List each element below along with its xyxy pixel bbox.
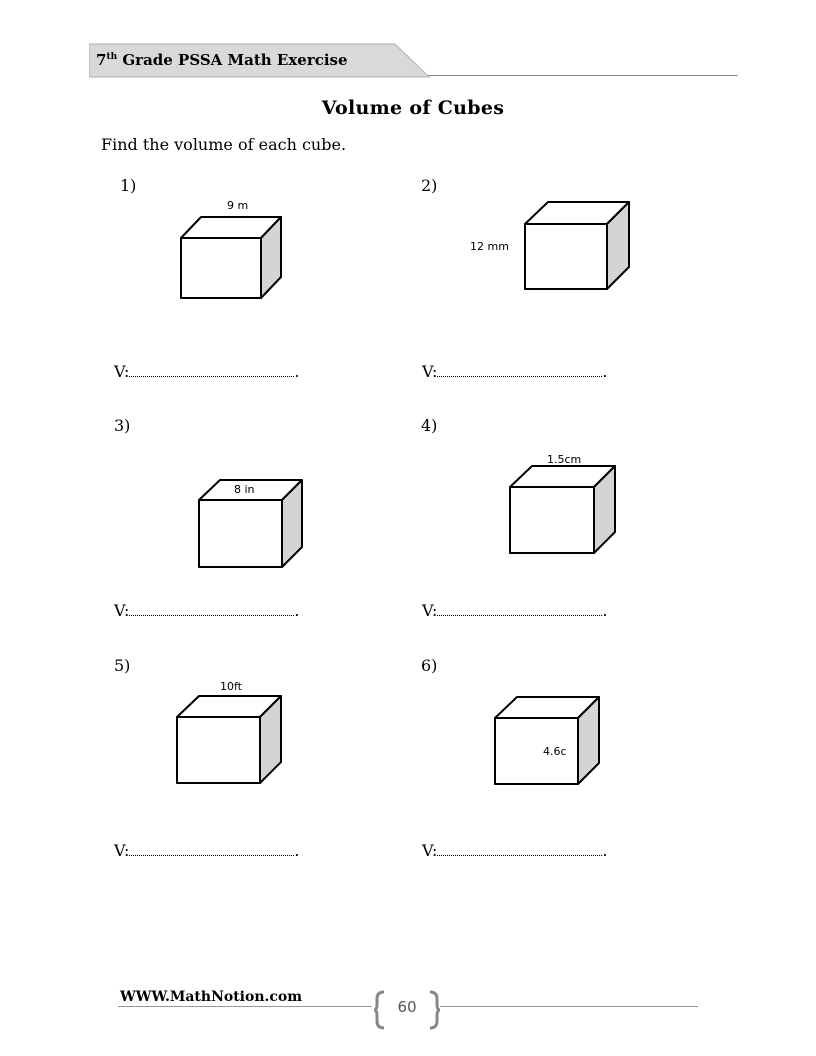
problem-5-cube xyxy=(176,695,282,784)
problem-3-number: 3) xyxy=(114,416,131,435)
problem-2-edge-label: 12 mm xyxy=(470,240,509,253)
problem-4-number: 4) xyxy=(421,416,438,435)
problem-2-cube xyxy=(524,201,630,290)
problem-4-cube xyxy=(509,465,616,554)
grade-suffix: th xyxy=(106,52,118,62)
footer-website: WWW.MathNotion.com xyxy=(120,989,303,1005)
problem-1-answer-line: V:. xyxy=(114,362,300,381)
problem-6-cube xyxy=(494,696,600,785)
page-title: Volume of Cubes xyxy=(321,97,505,119)
footer-rule-right xyxy=(440,1006,698,1007)
problem-6-answer-line: V:. xyxy=(422,841,608,860)
page-number: 60 xyxy=(397,998,417,1016)
problem-6-edge-label: 4.6c xyxy=(543,745,567,758)
problem-6-number: 6) xyxy=(421,656,438,675)
problem-1-cube xyxy=(180,216,282,299)
problem-2-number: 2) xyxy=(421,176,438,195)
problem-4-answer-line: V:. xyxy=(422,601,608,620)
problem-5-number: 5) xyxy=(114,656,131,675)
header-title-rest: Grade PSSA Math Exercise xyxy=(117,51,348,69)
header-tab xyxy=(89,43,431,78)
problem-5-answer-line: V:. xyxy=(114,841,300,860)
problem-2-answer-line: V:. xyxy=(422,362,608,381)
page-number-bracket xyxy=(374,990,440,1030)
problem-3-cube xyxy=(198,479,303,568)
grade-number: 7 xyxy=(96,51,107,69)
problem-1-edge-label: 9 m xyxy=(227,199,249,212)
instructions: Find the volume of each cube. xyxy=(101,135,347,154)
footer-rule-left xyxy=(118,1006,372,1007)
problem-4-edge-label: 1.5cm xyxy=(547,453,582,466)
problem-1-number: 1) xyxy=(120,176,137,195)
problem-5-edge-label: 10ft xyxy=(220,680,242,693)
problem-3-edge-label: 8 in xyxy=(234,483,255,496)
header-rule xyxy=(428,75,738,76)
header-title: 7th Grade PSSA Math Exercise xyxy=(96,51,348,69)
problem-3-answer-line: V:. xyxy=(114,601,300,620)
